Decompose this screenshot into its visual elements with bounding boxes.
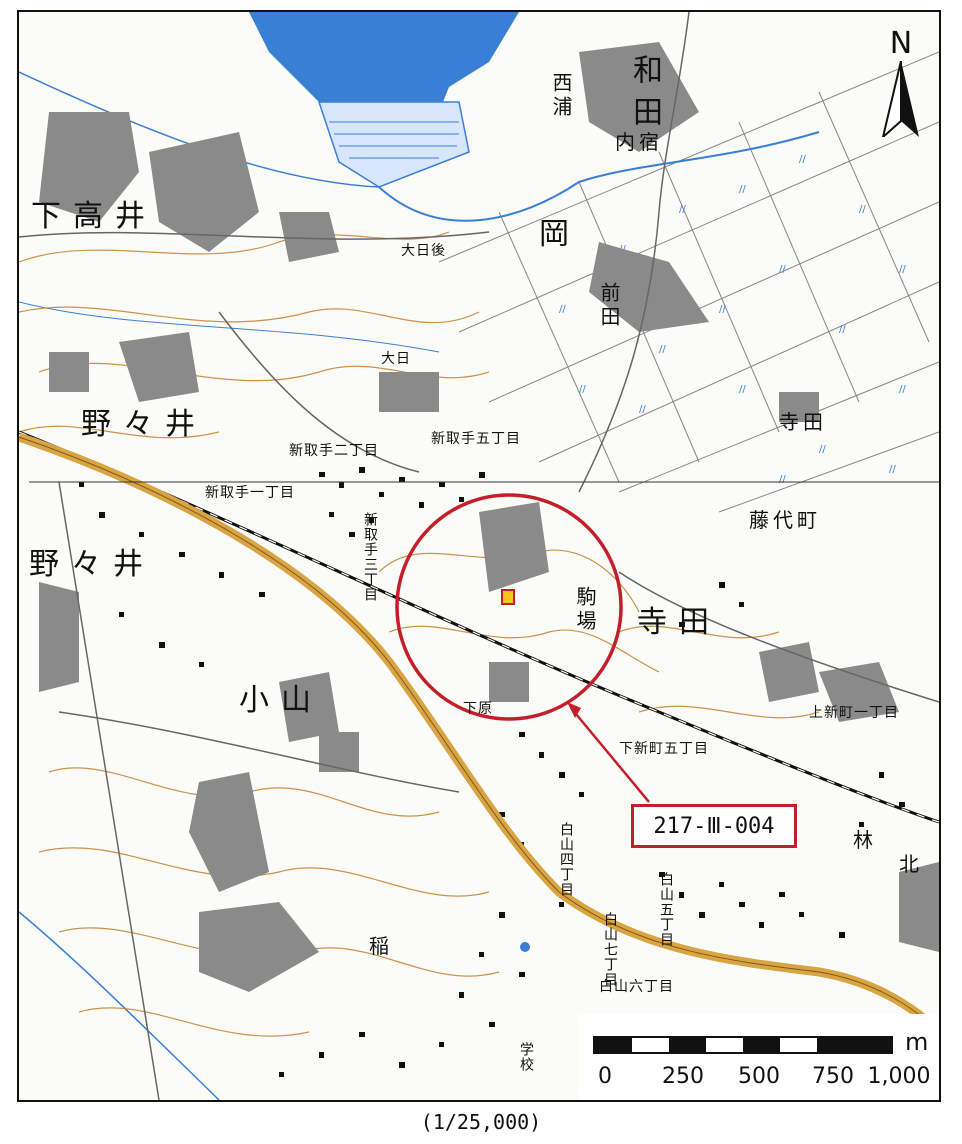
svg-text://: // xyxy=(719,304,726,315)
place-hakusan-4: 白山四丁目 xyxy=(558,822,574,897)
scale-tick: 750 xyxy=(812,1064,854,1089)
callout-arrow xyxy=(570,707,650,803)
marsh xyxy=(317,101,470,188)
place-teramachi-north: 寺田 xyxy=(779,410,827,434)
place-tsuruo: 前田 xyxy=(597,282,621,330)
north-arrow: N xyxy=(875,26,927,141)
svg-text://: // xyxy=(899,264,906,275)
place-fuwa-5: 下新町五丁目 xyxy=(619,741,709,757)
svg-text://: // xyxy=(779,474,786,485)
paddy-field-grid xyxy=(438,51,939,513)
lake xyxy=(249,12,519,122)
scale-tick: 0 xyxy=(598,1064,612,1089)
map-frame[interactable]: ////// ////// ////// ////// ////// /////… xyxy=(17,10,941,1102)
north-label: N xyxy=(889,26,913,61)
place-shimokokuse: 下原 xyxy=(463,701,493,717)
place-wada: 和田 xyxy=(627,54,662,138)
place-nonoi-west: 野々井 xyxy=(29,547,155,582)
svg-text://: // xyxy=(659,344,666,355)
scale-ratio: (1/25,000) xyxy=(420,1110,542,1134)
svg-text://: // xyxy=(559,304,566,315)
place-uchijuku: 内宿 xyxy=(615,130,663,154)
svg-text://: // xyxy=(779,264,786,275)
place-koyama: 小山 xyxy=(239,683,323,718)
building-dots xyxy=(79,467,905,1077)
river-west xyxy=(19,911,220,1100)
place-hakusan-6: 白山六丁目 xyxy=(599,979,674,995)
site-label-box: 217-Ⅲ-004 xyxy=(631,804,797,848)
scale-tick-labels: 0 250 500 750 1,000 xyxy=(579,1064,939,1094)
roads xyxy=(19,12,939,1100)
place-oka: 岡 xyxy=(539,217,581,252)
place-gakuen: 学校 xyxy=(518,1042,534,1072)
svg-text://: // xyxy=(859,204,866,215)
svg-text://: // xyxy=(679,204,686,215)
place-nishiura: 西浦 xyxy=(549,72,573,120)
stream xyxy=(378,131,820,222)
site-label: 217-Ⅲ-004 xyxy=(653,813,775,839)
north-arrow-icon xyxy=(881,60,919,140)
place-sakai: 稲 xyxy=(369,934,393,958)
paddy-field-marks: ////// ////// ////// ////// ////// /////… xyxy=(559,154,906,485)
place-shintori-5: 新取手五丁目 xyxy=(431,431,521,447)
scale-unit: m xyxy=(905,1028,929,1056)
scale-tick: 250 xyxy=(662,1064,704,1089)
svg-text://: // xyxy=(799,154,806,165)
place-hakusan-7: 白山七丁目 xyxy=(602,912,618,987)
place-komaba: 駒場 xyxy=(573,586,597,634)
site-marker xyxy=(501,589,515,605)
place-kita: 北 xyxy=(899,852,923,876)
svg-text://: // xyxy=(639,404,646,415)
place-kawauchi: 藤代町 xyxy=(749,508,821,532)
place-hakusan-5: 白山五丁目 xyxy=(658,872,674,947)
place-shintori-2: 新取手二丁目 xyxy=(289,443,379,459)
scale-bar xyxy=(593,1036,893,1054)
place-teramachi: 寺田 xyxy=(637,605,721,640)
scale-tick: 1,000 xyxy=(867,1064,931,1089)
place-shintori-1: 新取手一丁目 xyxy=(205,485,295,501)
scale-bar-panel: m 0 250 500 750 1,000 xyxy=(579,1014,939,1100)
place-nonoi-north: 野々井 xyxy=(81,407,207,442)
svg-text://: // xyxy=(899,384,906,395)
place-shimotakai: 下高井 xyxy=(31,199,157,234)
svg-text://: // xyxy=(579,384,586,395)
svg-text://: // xyxy=(739,384,746,395)
svg-text://: // xyxy=(889,464,896,475)
svg-text://: // xyxy=(739,184,746,195)
scale-tick: 500 xyxy=(738,1064,780,1089)
svg-text://: // xyxy=(839,324,846,335)
place-daimon: 大日 xyxy=(381,351,411,367)
topographic-map[interactable]: ////// ////// ////// ////// ////// /////… xyxy=(19,12,939,1100)
place-shintori-3: 新取手三丁目 xyxy=(362,512,378,602)
place-fuwa-1: 上新町一丁目 xyxy=(809,705,899,721)
site-circle xyxy=(395,493,623,721)
place-ohgo: 大日後 xyxy=(401,243,446,259)
place-hayashi: 林 xyxy=(853,828,877,852)
svg-text://: // xyxy=(819,444,826,455)
